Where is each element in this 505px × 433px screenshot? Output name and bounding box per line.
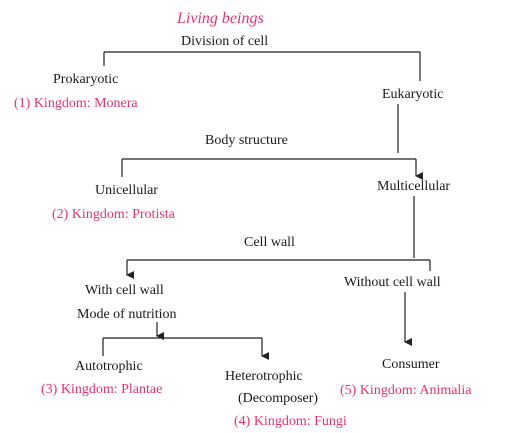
unicellular-label: Unicellular: [95, 183, 158, 198]
division-of-cell-label: Division of cell: [181, 34, 269, 49]
body-structure-label: Body structure: [205, 133, 288, 148]
kingdom-fungi-label: (4) Kingdom: Fungi: [234, 414, 347, 429]
with-cell-wall-label: With cell wall: [85, 283, 164, 298]
consumer-label: Consumer: [382, 357, 440, 372]
kingdom-protista-label: (2) Kingdom: Protista: [52, 207, 175, 222]
diagram-title: Living beings: [177, 10, 264, 27]
heterotrophic-label: Heterotrophic: [225, 369, 303, 384]
without-cell-wall-label: Without cell wall: [344, 275, 441, 290]
kingdom-monera-label: (1) Kingdom: Monera: [14, 96, 138, 111]
prokaryotic-label: Prokaryotic: [53, 72, 119, 87]
kingdom-plantae-label: (3) Kingdom: Plantae: [41, 382, 163, 397]
kingdom-animalia-label: (5) Kingdom: Animalia: [340, 383, 472, 398]
eukaryotic-label: Eukaryotic: [382, 87, 444, 102]
cell-wall-label: Cell wall: [244, 235, 295, 250]
decomposer-label: (Decomposer): [238, 391, 319, 406]
autotrophic-label: Autotrophic: [75, 359, 143, 374]
multicellular-label: Multicellular: [377, 179, 451, 194]
mode-of-nutrition-label: Mode of nutrition: [77, 307, 177, 322]
